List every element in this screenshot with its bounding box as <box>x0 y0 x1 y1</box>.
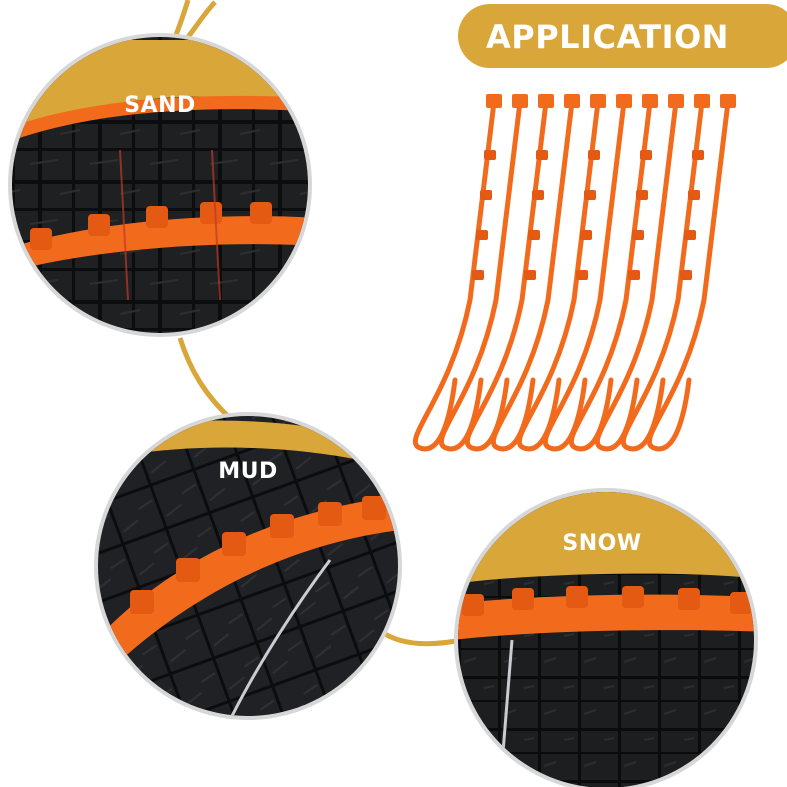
application-title: APPLICATION <box>486 18 729 56</box>
mud-strap <box>98 496 398 672</box>
application-header: APPLICATION <box>458 4 787 68</box>
snow-panel: SNOW <box>454 488 758 787</box>
sand-label: SAND <box>124 93 196 118</box>
sand-panel: SAND <box>8 33 312 337</box>
snow-label: SNOW <box>562 531 641 556</box>
snow-strap <box>458 586 754 640</box>
sand-strap <box>12 202 308 272</box>
mud-panel: MUD <box>94 412 402 720</box>
mud-label: MUD <box>218 459 278 484</box>
product-straps <box>412 94 736 452</box>
